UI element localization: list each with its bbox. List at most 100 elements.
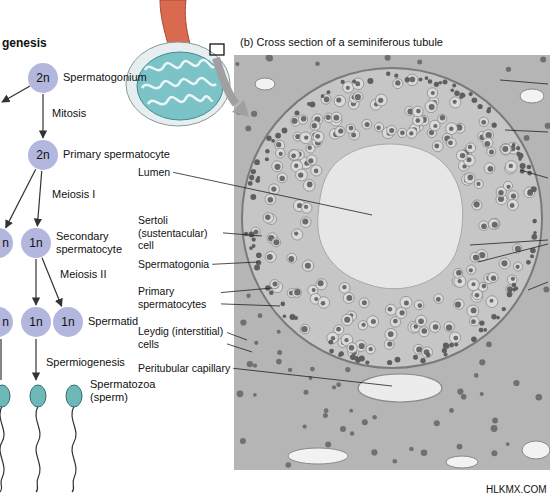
cell-dot [301,203,312,214]
cell-dot [307,155,317,165]
cell-dot [305,263,311,269]
label-text: HLKMX.COM [486,484,547,495]
cell-dot [404,301,409,306]
cell-dot [439,81,443,85]
cell-dot [266,136,271,141]
cell-dot [314,297,318,301]
cell-dot [365,122,370,127]
vessel [522,441,550,459]
cell-dot [395,357,401,363]
cell-dot [533,219,537,223]
cell-dot [444,322,454,332]
cell-dot [353,92,363,102]
cell-node: n [0,228,13,258]
cell-node: 1nSpermatid [53,307,139,337]
cell-dot [308,158,313,163]
cell-dot [302,218,308,224]
cell-dot [371,449,377,455]
cell-dot [253,393,257,397]
cell-dot [467,265,476,274]
cell-dot [456,270,462,276]
cell-dot [338,128,343,133]
cell-dot [331,112,342,123]
cell-dot [244,232,248,236]
cell-dot [301,326,307,332]
cell-dot [486,341,492,347]
cell-dot [338,353,342,357]
cell-label: Spermatogonium [63,71,147,84]
cell-dot [486,109,491,114]
cell-dot [343,292,354,303]
leader-line [500,80,548,84]
cell-dot [425,101,437,113]
cell-dot [308,146,312,150]
cell-dot [346,124,355,133]
cell-dot [250,194,256,200]
cell-dot [416,347,422,353]
cell-dot [483,328,487,332]
label-text: Spermatozoa (sperm) [90,378,155,403]
vessel [446,456,478,468]
part-label: genesis [2,36,47,50]
cell-dot [276,148,286,158]
cell-circle: n [0,307,13,337]
cell-dot [434,294,444,304]
cell-dot [366,345,375,354]
cell-dot [327,90,331,94]
cell-dot [491,276,496,281]
cell-dot [321,301,326,306]
cell-dot [266,55,273,61]
leader-line [221,288,272,293]
cell-dot [269,290,274,295]
cell-dot [393,319,398,324]
cell-dot [447,138,457,148]
cell-dot [388,307,393,312]
sperm-tail [0,406,4,492]
cell-label: Spermatid [88,315,138,328]
cell-dot [416,315,427,326]
cell-dot [275,133,281,139]
cell-dot [333,115,339,121]
cell-dot [488,272,498,282]
cell-dot [481,223,487,229]
cell-dot [362,323,366,327]
cell-dot [385,329,397,341]
label-text: Secondary spermatocyte [56,230,122,255]
cell-dot [255,178,260,183]
cell-dot [474,373,479,378]
cell-dot [471,290,483,302]
label-text: 1n [29,315,42,329]
cell-dot [280,176,285,181]
cell-dot [418,319,424,325]
cell-dot [385,55,391,61]
cell-dot [266,55,273,62]
cell-dot [396,308,407,319]
cell-dot [432,141,443,152]
cell-dot [454,343,458,347]
cell-dot [287,253,297,263]
cell-dot [460,153,465,158]
part-label: Sertoli (sustentacular) cell [138,214,220,252]
cell-dot [359,355,365,361]
cell-dot [511,277,515,281]
cell-dot [429,104,435,110]
cell-dot [507,292,513,298]
cell-node: 1nSecondary spermatocyte [21,228,128,258]
cell-dot [254,341,258,345]
cell-dot [452,83,456,87]
part-label: Peritubular capillary [138,362,230,375]
cell-dot [395,80,400,85]
cell-dot [376,126,380,130]
cell-dot [347,295,353,301]
cell-dot [410,77,416,83]
cell-dot [358,321,367,330]
cell-dot [470,316,480,326]
tubule-coil [148,95,212,104]
leader-line [212,262,258,264]
cell-dot [479,117,488,126]
cell-dot [290,314,296,320]
cell-dot [256,260,261,265]
cell-dot [531,234,537,240]
cell-dot [371,319,376,324]
spermiogenesis-arrow [35,339,36,380]
